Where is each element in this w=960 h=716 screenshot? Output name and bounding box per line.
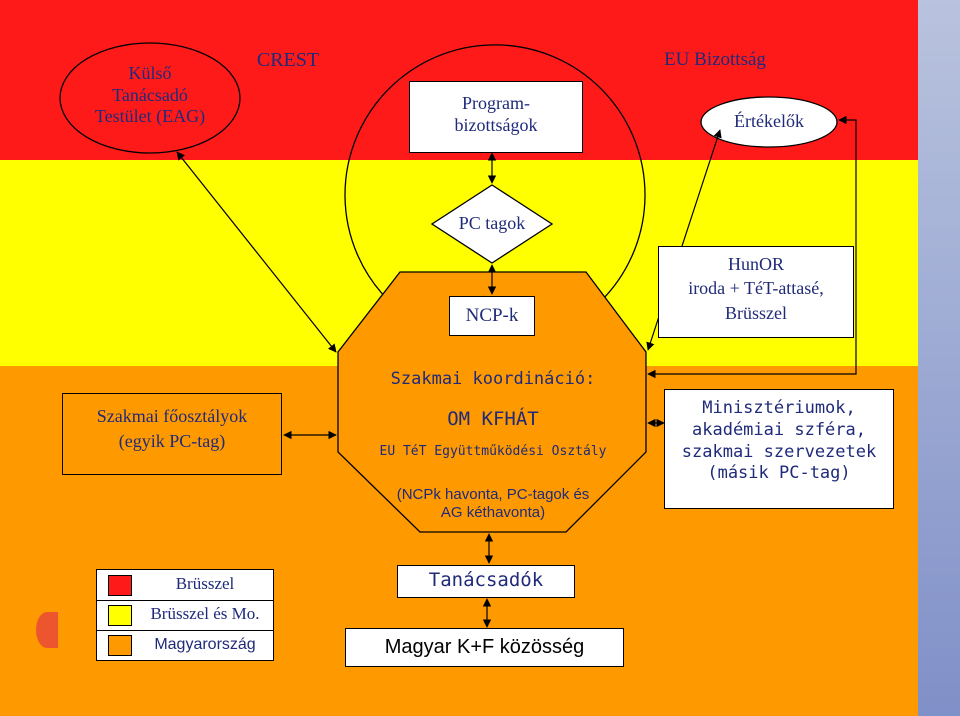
departments-label: Szakmai főosztályok (egyik PC-tag) xyxy=(96,406,248,452)
ncp-circle xyxy=(344,44,646,303)
legend-label-2: Brüsszel és Mo. xyxy=(150,604,260,623)
program-committees-box xyxy=(409,81,583,153)
eag-label: Külső Tanácsadó Testület (EAG) xyxy=(94,63,206,127)
ncp-label: NCP-k xyxy=(465,305,519,326)
ncp-box xyxy=(449,296,535,336)
legend-row-3: Magyarország xyxy=(97,630,273,660)
coordination-note: (NCPk havonta, PC-tagok és AG kéthavonta… xyxy=(396,486,590,521)
legend-swatch-yellow xyxy=(108,605,132,626)
logo-fragment xyxy=(36,612,58,648)
eu-commission-label: EU Bizottság xyxy=(664,49,766,70)
community-label: Magyar K+F közösség xyxy=(384,636,585,658)
arrow-eval-hunor xyxy=(647,115,857,379)
crest-label: CREST xyxy=(256,49,320,71)
hunor-box xyxy=(658,246,854,338)
pc-diamond xyxy=(430,184,554,264)
program-committees-label: Program- bizottságok xyxy=(454,93,538,135)
advisors-label: Tanácsadók xyxy=(428,569,544,591)
coordination-dept: EU TéT Együttműködési Osztály xyxy=(379,444,607,459)
hunor-label: HunOR iroda + TéT-attasé, Brüsszel xyxy=(688,254,824,323)
ministries-label: Minisztériumok, akadémiai szféra, szakma… xyxy=(681,398,877,484)
community-box xyxy=(345,628,624,667)
legend-swatch-red xyxy=(108,575,132,596)
ministries-box xyxy=(664,389,894,509)
legend-table: Brüsszel Brüsszel és Mo. Magyarország xyxy=(96,569,274,661)
legend-label-1: Brüsszel xyxy=(175,574,235,593)
coordination-octagon xyxy=(337,271,647,533)
coordination-title: Szakmai koordináció: xyxy=(390,369,596,389)
coordination-org: OM KFHÁT xyxy=(447,408,539,430)
arrow-eag-octagon xyxy=(176,151,337,353)
side-decoration xyxy=(918,0,960,716)
pc-members-label: PC tagok xyxy=(458,213,526,233)
departments-box xyxy=(62,393,282,475)
legend-row-1: Brüsszel xyxy=(97,570,273,601)
legend-row-2: Brüsszel és Mo. xyxy=(97,600,273,631)
legend-swatch-orange xyxy=(108,635,132,656)
evaluators-label: Értékelők xyxy=(734,111,804,131)
advisors-box xyxy=(397,565,575,598)
eag-ellipse xyxy=(59,42,241,154)
legend-label-3: Magyarország xyxy=(154,636,256,653)
